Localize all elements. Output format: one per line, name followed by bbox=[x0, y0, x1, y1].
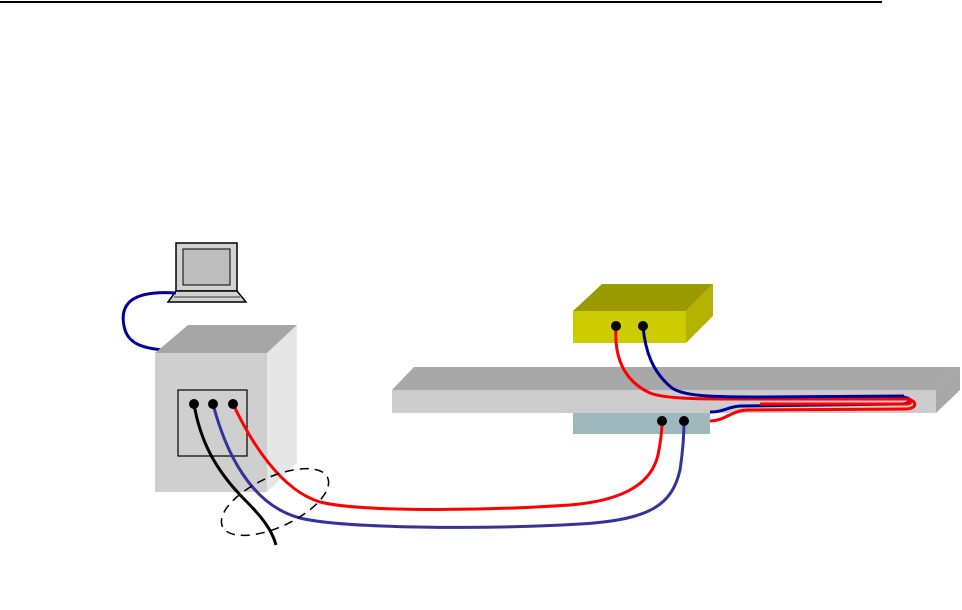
cabinet-terminal-red bbox=[228, 399, 238, 409]
cabinet-terminals bbox=[189, 399, 238, 409]
instrument-cabinet bbox=[155, 325, 297, 492]
laptop-keyboard bbox=[168, 291, 246, 302]
laptop-icon bbox=[168, 243, 246, 302]
yellow-terminal-right bbox=[638, 321, 648, 331]
sensor-terminal-left bbox=[657, 416, 667, 426]
laptop-screen bbox=[183, 249, 230, 285]
cabinet-terminal-black bbox=[189, 399, 199, 409]
sensor-block bbox=[573, 413, 710, 434]
cabinet-terminal-blue bbox=[208, 399, 218, 409]
cabinet-front-face bbox=[155, 353, 267, 492]
yellow-front-face bbox=[573, 311, 686, 343]
bar-top-face bbox=[392, 367, 960, 390]
yellow-terminal-left bbox=[611, 321, 621, 331]
sensor-terminal-right bbox=[679, 416, 689, 426]
